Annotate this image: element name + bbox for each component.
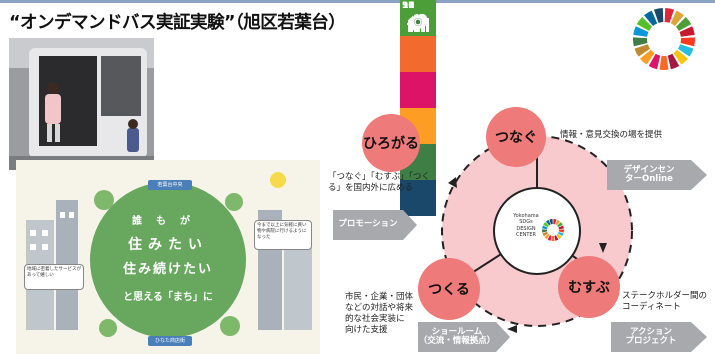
node-tsunagu <box>486 107 546 167</box>
center-logo-text: Yokohama SDGs DESIGN CENTER <box>513 213 539 238</box>
illus-line-2: 住みたい <box>128 237 208 253</box>
speech-bubble-left: 地域に密着したサービスがあって嬉しい <box>24 264 84 290</box>
node-label-hirogaru: ひろがる <box>363 136 419 152</box>
sdg-wheel-segment <box>542 225 548 230</box>
illus-line-4: と思える「まち」に <box>123 292 213 303</box>
sign-top: 若葉台中央 <box>148 180 192 190</box>
sdg-wheel-segment <box>667 53 680 70</box>
sdg-wheel-segment <box>634 44 651 57</box>
sdg-wheel-segment <box>557 222 563 228</box>
illus-line-3: 住み続けたい <box>122 262 213 277</box>
sdg-wheel-segment <box>558 225 564 230</box>
sdg-wheel-segment <box>670 10 684 26</box>
node-label-musubu: むすぶ <box>568 280 610 296</box>
arrow-design-center: デザインセンターOnline <box>607 160 707 190</box>
sdg-wheel-segment <box>636 16 653 31</box>
node-label-tsukuru: つくる <box>428 282 470 298</box>
sdg-wheel-segment <box>557 231 564 237</box>
center-logo-circle <box>493 187 581 275</box>
sdg-wheel-segment <box>640 49 655 65</box>
sdg-wheel-segment <box>653 8 664 23</box>
sdg-wheel-icon <box>633 8 695 70</box>
node-musubu <box>558 256 620 318</box>
sdg-wheel-segment <box>556 233 562 240</box>
sdg-wheel-segment <box>558 229 564 233</box>
sdg-wheel-segment <box>644 10 658 26</box>
ring-arrowhead-left <box>448 177 457 188</box>
sdg-wheel-segment <box>543 222 549 228</box>
sdg-wheel-segment <box>633 26 649 37</box>
desc-tsunagu: 情報・意見交換の場を提供 <box>560 130 663 140</box>
sdg-tiles: 3 9 10 11 13 17 <box>400 0 610 216</box>
desc-tsukuru: 市民・企業・団体 などの対話や将来 的な社会実装に 向けた支援 <box>345 292 414 336</box>
desc-hirogaru: 「つなぐ」「むすぶ」「つく る」を国内外に広める <box>328 172 430 194</box>
sdg-wheel-segment <box>664 8 675 23</box>
sdg-wheel-segment <box>544 233 550 240</box>
sdg-wheel-segment <box>542 231 549 237</box>
sdg-tile-17: 17 <box>400 1 436 216</box>
sdg-wheel-segment <box>549 219 553 225</box>
desc-musubu: ステークホルダー間の コーディネート <box>622 291 708 313</box>
sdg-wheel-segment <box>680 37 695 47</box>
node-tsukuru <box>418 258 480 320</box>
ring-arrowhead-bottom <box>507 325 517 333</box>
arrow-action: アクションプロジェクト <box>611 322 707 352</box>
sdg-wheel-segment <box>555 219 561 226</box>
sdg-wheel-segment <box>633 37 648 47</box>
arrow-promotion: プロモーション <box>333 210 417 240</box>
page-title: “オンデマンドバス実証実験”（旭区若葉台） <box>9 13 346 33</box>
arrow-showroom: ショールーム（交流・情報拠点） <box>418 322 510 352</box>
sdg-wheel-segment <box>551 235 555 241</box>
illus-line-1: 誰もが <box>132 216 204 227</box>
sdg-wheel-segment <box>648 53 661 70</box>
sdg-wheel-segment <box>659 55 669 70</box>
bus-boarding-photo <box>9 38 154 170</box>
ring-arrowhead-right <box>599 243 607 253</box>
sdg-wheel-segment <box>545 219 551 226</box>
node-label-tsunagu: つなぐ <box>495 130 537 146</box>
center-sdg-wheel-icon <box>542 219 564 241</box>
sdg-wheel-segment <box>542 229 548 233</box>
sdg-tile-9: 9 <box>400 1 436 72</box>
sdg-wheel-segment <box>554 235 559 241</box>
town-illustration: 若葉台中央 ひなた商店街 誰もが 住みたい 住み続けたい と思える「まち」に 今… <box>16 160 320 354</box>
sdg-wheel-segment <box>547 235 552 241</box>
sdg-wheel-segment <box>553 219 557 225</box>
sdg-wheel-segment <box>673 49 688 65</box>
sdg-wheel-segment <box>679 26 695 37</box>
sdg-wheel-segment <box>675 16 692 31</box>
speech-bubble-right: 今まで以上に気軽に買い物や病院に行けるようになった <box>254 220 312 250</box>
sign-bottom: ひなた商店街 <box>148 336 192 346</box>
top-accent-bar <box>0 0 715 3</box>
node-hirogaru <box>362 114 420 172</box>
sdg-wheel-segment <box>677 44 694 57</box>
